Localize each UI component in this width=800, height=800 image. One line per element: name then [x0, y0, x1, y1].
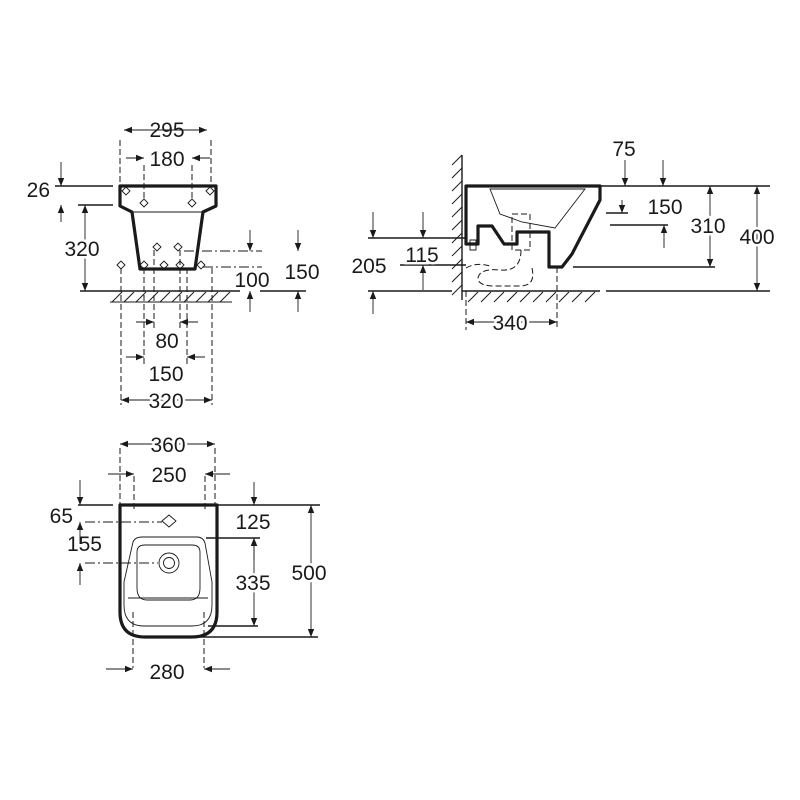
top-bidet-body	[118, 503, 219, 639]
side-floor-hatch	[467, 291, 596, 303]
dim-front-bolt-spacing-large: 150	[148, 363, 183, 386]
dim-top-length: 500	[291, 562, 326, 585]
dim-front-height-upper: 150	[284, 261, 319, 284]
top-view: 360 250 65 155 125 335 500 280	[50, 432, 329, 685]
front-view: 295 180 26 320 100 150 80 150 320	[27, 119, 322, 416]
dim-top-bowl-offset: 155	[67, 533, 102, 556]
side-bidet-body	[464, 184, 602, 269]
side-wall-hatch	[451, 154, 463, 296]
dim-front-width-inner: 180	[149, 148, 184, 171]
top-bowl-outer	[123, 536, 213, 627]
side-bowl-outline	[489, 188, 586, 229]
top-drain-outer	[158, 552, 180, 574]
dim-front-height-lower: 100	[234, 269, 269, 292]
top-bowl-inner	[136, 544, 201, 601]
dim-top-bowl-depth: 335	[235, 572, 270, 595]
dim-top-base-width: 280	[149, 661, 184, 684]
side-supply-valve	[469, 239, 477, 251]
dim-side-supply-height: 205	[351, 255, 386, 278]
dim-side-projection: 340	[492, 312, 527, 335]
side-view: 75 150 310 400 205 115 340	[349, 138, 777, 338]
front-mounting-points	[116, 186, 215, 270]
dim-front-bolt-spacing-small: 80	[155, 330, 178, 353]
dim-front-rim-height: 26	[27, 179, 50, 202]
dim-top-width-inner: 250	[151, 464, 186, 487]
dim-top-depth-rim: 125	[235, 511, 270, 534]
front-bidet-body	[118, 184, 218, 271]
top-drain-inner	[163, 557, 175, 569]
dim-side-waste-height: 115	[405, 244, 438, 267]
dim-front-height: 320	[64, 238, 99, 261]
dim-front-base-width: 320	[148, 390, 183, 413]
dim-side-offset-top: 75	[612, 138, 635, 161]
dim-side-total-height: 400	[739, 226, 774, 249]
top-tap-hole	[161, 514, 177, 528]
dim-side-rim-height-mid: 310	[690, 215, 725, 238]
dim-side-rim-to-mount: 150	[647, 196, 682, 219]
dim-front-width-outer: 295	[149, 119, 184, 142]
side-trap	[465, 213, 534, 287]
dim-top-width: 360	[150, 434, 185, 457]
dim-top-tap-offset: 65	[50, 505, 73, 528]
front-floor-hatch	[110, 291, 232, 303]
